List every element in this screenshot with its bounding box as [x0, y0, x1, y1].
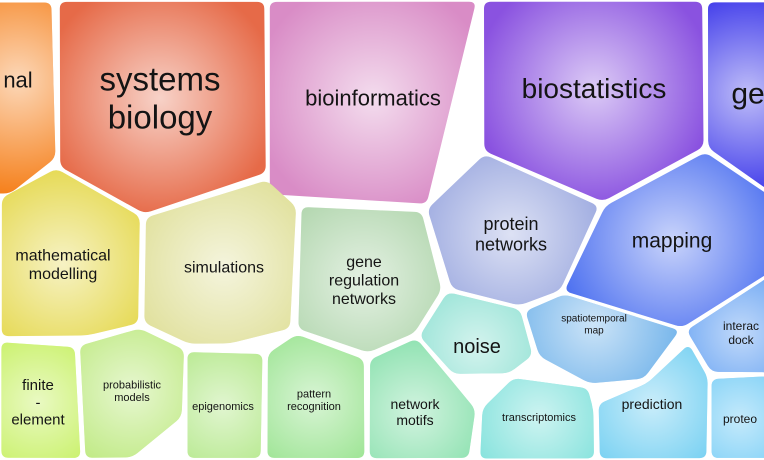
keyword-line: simulations [184, 260, 264, 277]
keyword-line: systems [99, 60, 220, 97]
keyword-noise: noise [453, 336, 501, 358]
keyword-line: dock [728, 333, 754, 347]
keyword-line: network [390, 396, 440, 412]
keyword-line: element [11, 412, 65, 429]
keyword-line: probabilistic [103, 380, 162, 392]
keyword-proteomics: proteo [723, 412, 757, 426]
keyword-finite-element: finite-element [11, 377, 65, 429]
cell-highlight-biostatistics [483, 1, 704, 200]
keyword-mapping: mapping [632, 229, 713, 252]
keyword-line: models [114, 392, 150, 404]
keyword-line: transcriptomics [502, 412, 576, 424]
keyword-line: nal [3, 68, 32, 93]
cell-highlight-finite-element [1, 342, 81, 458]
keyword-line: finite [22, 377, 54, 394]
cell-highlight-probabilistic-models [80, 329, 184, 458]
cell-highlight-bioinformatics [269, 1, 475, 204]
keyword-line: bioinformatics [305, 86, 441, 111]
keyword-line: modelling [29, 266, 97, 283]
cell-highlight-spatiotemporal-map [526, 295, 677, 383]
keyword-line: biostatistics [522, 73, 667, 104]
cell-highlight-systems-biology [59, 1, 266, 213]
keyword-line: prediction [622, 396, 683, 412]
keyword-genomics: ge [731, 78, 764, 111]
keyword-transcriptomics: transcriptomics [502, 412, 576, 424]
cell-highlight-transcriptomics [480, 378, 594, 459]
keyword-line: ge [731, 78, 764, 111]
keyword-line: networks [332, 291, 396, 308]
keyword-line: mathematical [15, 247, 110, 264]
keyword-biostatistics: biostatistics [522, 73, 667, 104]
cell-highlight-genomics [707, 2, 764, 188]
cell-highlight-pattern-recognition [267, 335, 365, 458]
keyword-simulations: simulations [184, 260, 264, 277]
keyword-line: epigenomics [192, 401, 254, 413]
keyword-line: spatiotemporal [561, 314, 627, 325]
cell-highlight-network-motifs [369, 340, 475, 459]
keyword-line: mapping [632, 229, 713, 252]
keyword-line: gene [346, 254, 382, 271]
keyword-line: map [584, 325, 604, 336]
keyword-line: motifs [396, 412, 433, 428]
keyword-line: proteo [723, 412, 757, 426]
keyword-line: networks [475, 235, 547, 255]
cell-highlight-simulations [144, 181, 296, 344]
cell-highlight-mathematical-modelling [1, 170, 140, 337]
keyword-mathematical-modelling: mathematical modelling [15, 247, 110, 283]
cell-highlight-gene-regulation-networks [298, 207, 441, 352]
keyword-bioinformatics: bioinformatics [305, 86, 441, 111]
cell-highlight-protein-networks [428, 156, 597, 305]
keyword-line: - [36, 394, 41, 411]
keyword-computational: nal [3, 68, 32, 93]
keyword-line: protein [483, 214, 538, 234]
keyword-line: biology [108, 99, 213, 136]
cell-highlight-interaction-docking [688, 279, 764, 373]
cell-highlight-epigenomics [187, 352, 263, 458]
cell-highlight-noise [421, 293, 532, 374]
keyword-epigenomics: epigenomics [192, 401, 254, 413]
keyword-prediction: prediction [622, 396, 683, 412]
cell-highlight-mapping [566, 154, 764, 327]
keyword-line: pattern [297, 389, 331, 401]
cell-highlight-computational [0, 2, 56, 194]
keyword-line: regulation [329, 273, 399, 290]
keyword-line: recognition [287, 401, 341, 413]
keyword-line: interac [723, 319, 759, 333]
keyword-line: noise [453, 336, 501, 358]
cell-highlight-proteomics [711, 376, 764, 458]
cell-highlight-prediction [598, 346, 708, 459]
